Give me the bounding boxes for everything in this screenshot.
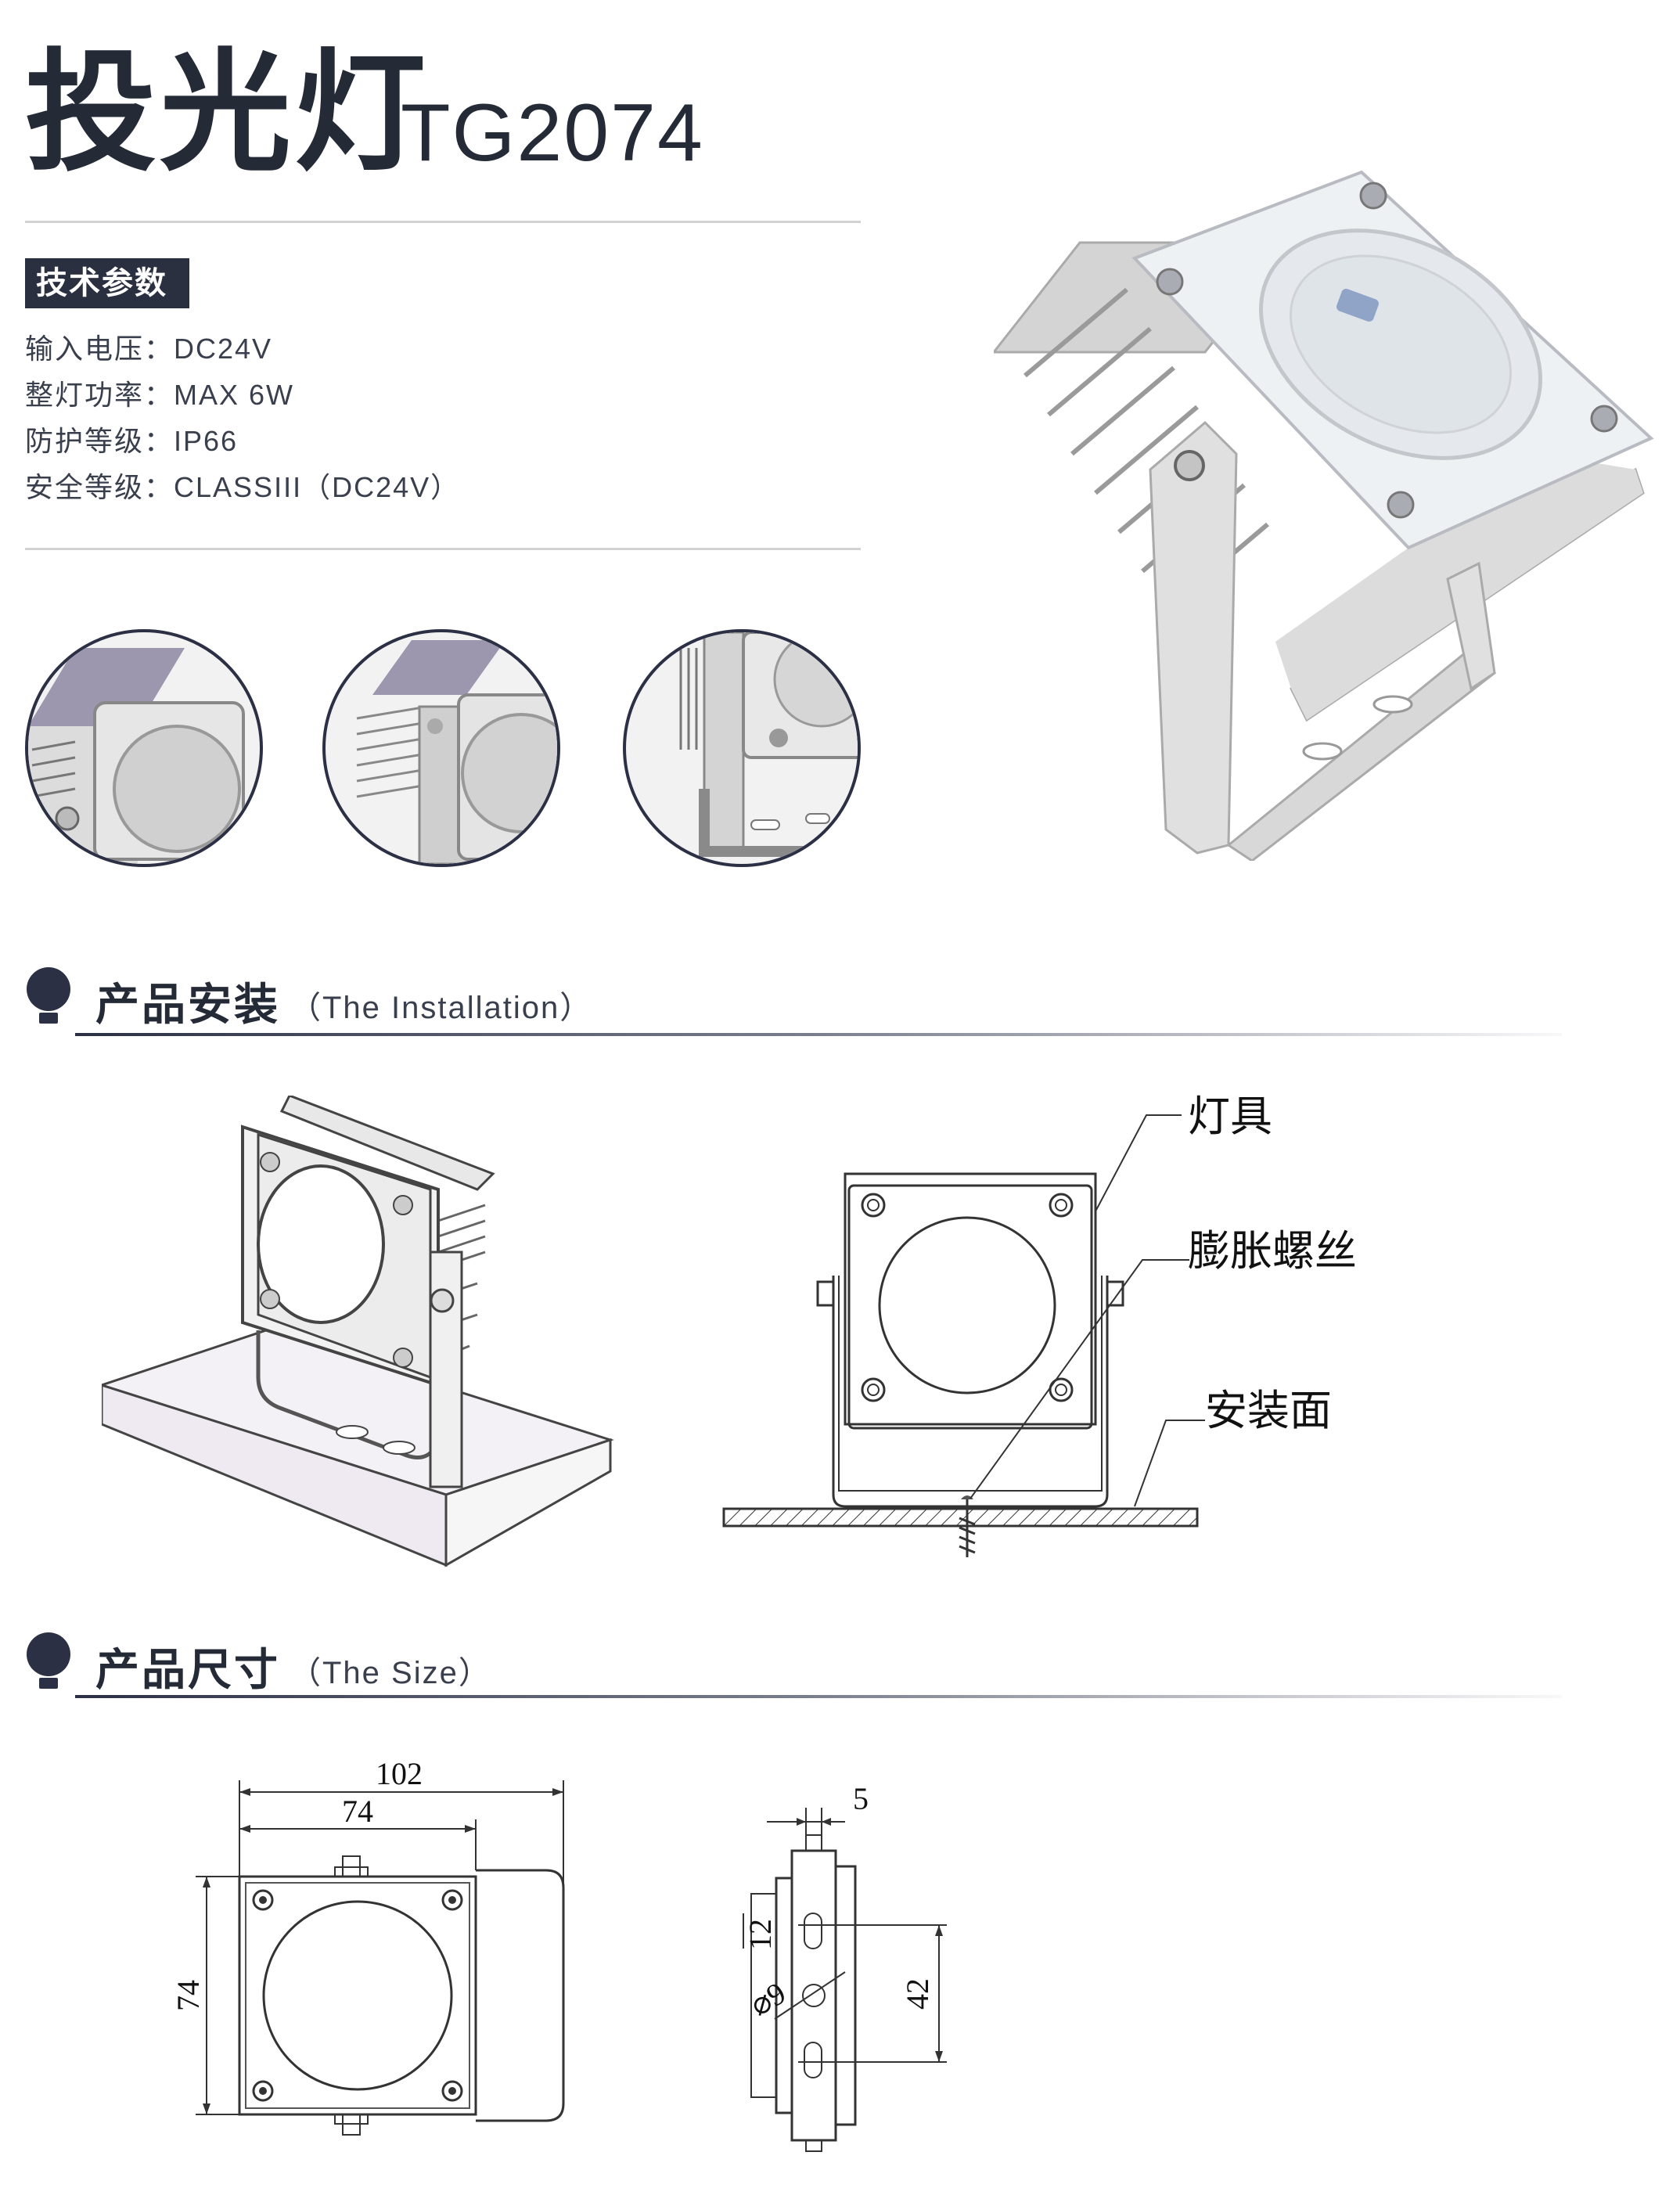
- header-divider: [25, 221, 861, 223]
- pin-icon: [25, 1631, 72, 1692]
- dim-slot: 12: [743, 1919, 778, 1950]
- dim-height: 74: [172, 1980, 206, 2011]
- size-side-drawing: 5 12 ⌀9 42: [704, 1761, 986, 2152]
- spec-label: 整灯功率：: [25, 379, 174, 411]
- spec-divider: [25, 548, 861, 550]
- product-title: 投光灯: [25, 39, 429, 186]
- installation-title: 产品安装: [95, 980, 280, 1029]
- size-section-rule: [75, 1695, 1562, 1698]
- detail-image-bracket: [623, 629, 861, 867]
- spec-label: 输入电压：: [25, 333, 174, 365]
- model-number: TG2074: [401, 88, 704, 178]
- installation-perspective-drawing: [98, 1094, 618, 1581]
- spec-value: IP66: [174, 425, 239, 457]
- spec-value: DC24V: [174, 333, 273, 365]
- dim-spacing: 42: [900, 1978, 935, 2010]
- installation-subtitle: （The Installation）: [290, 991, 593, 1025]
- pin-icon: [25, 966, 72, 1027]
- spec-value: MAX 6W: [174, 379, 295, 411]
- spec-row-power: 整灯功率：MAX 6W: [25, 381, 294, 409]
- spec-row-safety: 安全等级：CLASSIII（DC24V）: [25, 473, 460, 502]
- installation-section-rule: [75, 1033, 1562, 1036]
- spec-row-voltage: 输入电压：DC24V: [25, 335, 272, 363]
- size-front-drawing: 102 74 74: [171, 1756, 610, 2152]
- size-subtitle: （The Size）: [290, 1656, 491, 1690]
- spec-label: 安全等级：: [25, 471, 174, 503]
- callout-fixture: 灯具: [1188, 1092, 1272, 1141]
- spec-label: 防护等级：: [25, 425, 174, 457]
- spec-section-label: 技术参数: [25, 258, 189, 308]
- detail-image-top: [25, 629, 263, 867]
- size-title: 产品尺寸: [95, 1645, 280, 1694]
- dim-side-top: 5: [853, 1781, 869, 1816]
- dim-body-width: 74: [342, 1794, 373, 1829]
- spec-row-ip: 防护等级：IP66: [25, 427, 238, 455]
- spec-value: CLASSIII（DC24V）: [174, 471, 461, 503]
- callout-expansion-screw: 膨胀螺丝: [1188, 1226, 1357, 1276]
- size-section-header: 产品尺寸 （The Size）: [25, 1631, 491, 1692]
- product-image: [991, 157, 1659, 862]
- installation-section-header: 产品安装 （The Installation）: [25, 966, 592, 1027]
- callout-mounting-surface: 安装面: [1205, 1386, 1332, 1435]
- detail-image-side: [322, 629, 560, 867]
- dim-overall-width: 102: [376, 1761, 423, 1791]
- installation-front-diagram: [720, 1096, 1205, 1565]
